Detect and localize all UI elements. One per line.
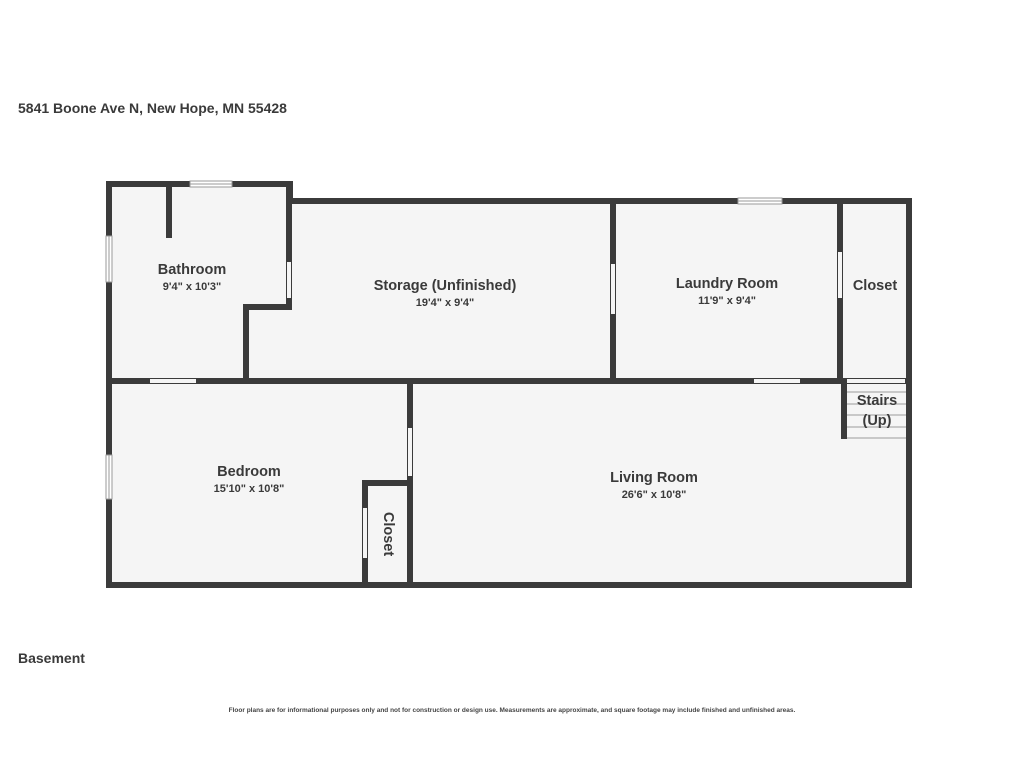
- room-name-line2: (Up): [863, 413, 892, 429]
- room-bathroom: Bathroom 9'4" x 10'3": [158, 262, 226, 293]
- walls: [106, 181, 912, 588]
- room-dimensions: 19'4" x 9'4": [416, 297, 474, 309]
- room-dimensions: 26'6" x 10'8": [622, 489, 687, 501]
- room-name: Bedroom: [217, 464, 281, 480]
- room-closet-upper: Closet: [853, 278, 897, 294]
- windows: [105, 180, 783, 500]
- property-address: 5841 Boone Ave N, New Hope, MN 55428: [18, 100, 287, 116]
- room-name-line1: Stairs: [857, 393, 897, 409]
- window-bathroom-top: [189, 180, 233, 188]
- room-name: Bathroom: [158, 262, 226, 278]
- window-bedroom-left: [105, 454, 113, 500]
- window-bathroom-left: [105, 235, 113, 283]
- room-closet-lower: Closet: [380, 512, 396, 556]
- floor-label: Basement: [18, 650, 85, 666]
- floor-fill: [107, 182, 911, 586]
- door-openings: [150, 252, 905, 558]
- room-dimensions: 15'10" x 10'8": [214, 483, 285, 495]
- stair-treads: [847, 391, 906, 439]
- disclaimer-text: Floor plans are for informational purpos…: [228, 707, 796, 714]
- room-storage: Storage (Unfinished) 19'4" x 9'4": [374, 278, 517, 309]
- room-stairs: Stairs (Up): [857, 393, 897, 429]
- room-name: Storage (Unfinished): [374, 278, 517, 294]
- window-laundry-top: [737, 197, 783, 205]
- room-living: Living Room 26'6" x 10'8": [610, 470, 698, 501]
- room-bedroom: Bedroom 15'10" x 10'8": [214, 464, 285, 495]
- room-dimensions: 11'9" x 9'4": [698, 295, 756, 307]
- room-name: Living Room: [610, 470, 698, 486]
- room-name: Closet: [853, 278, 897, 294]
- room-dimensions: 9'4" x 10'3": [163, 281, 221, 293]
- room-name: Laundry Room: [676, 276, 778, 292]
- room-laundry: Laundry Room 11'9" x 9'4": [676, 276, 778, 307]
- room-name: Closet: [380, 512, 396, 556]
